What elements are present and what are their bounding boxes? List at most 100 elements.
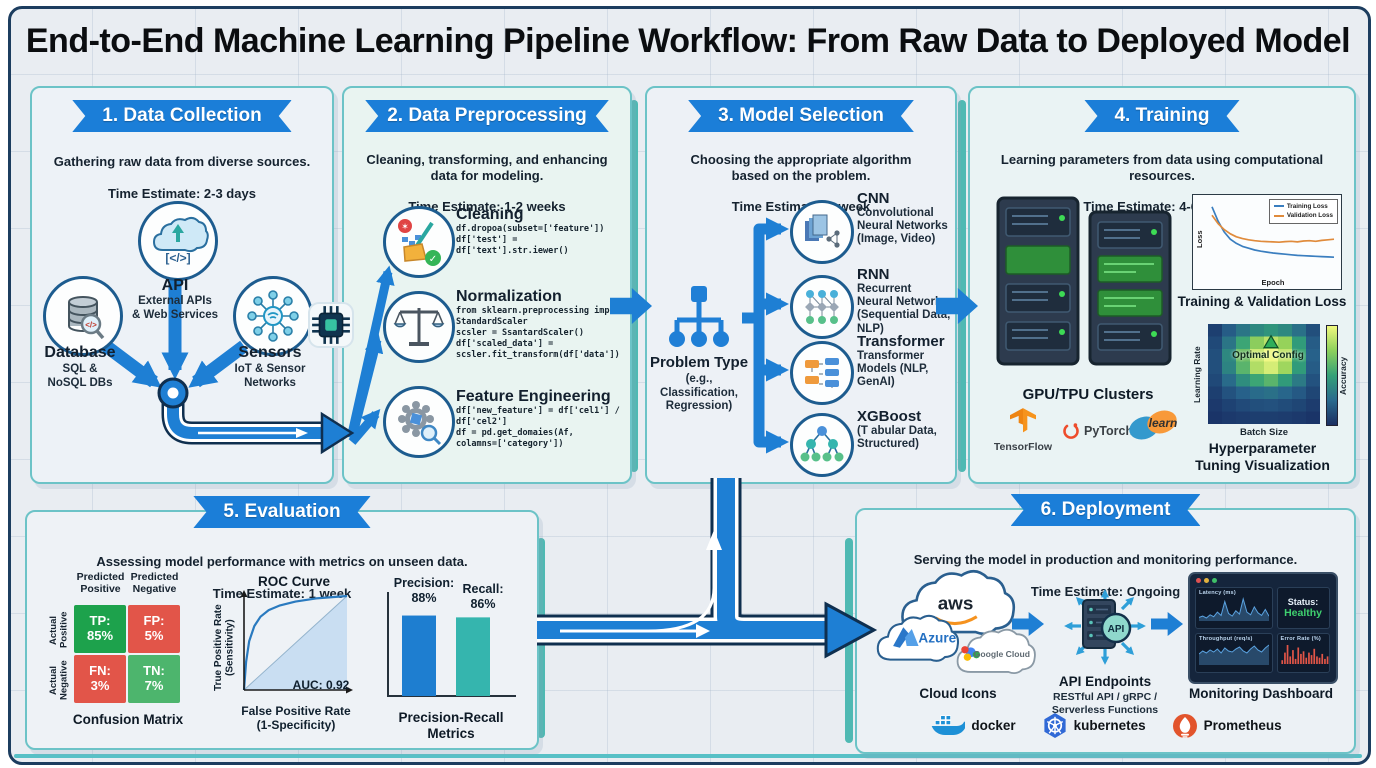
throughput-tile: Throughput (req/s)	[1195, 633, 1273, 673]
panel-header-ribbon: 1. Data Collection	[72, 100, 291, 132]
database-icon: </>	[43, 276, 123, 356]
confusion-matrix: TP: 85% FP: 5% FN: 3% TN: 7%	[74, 605, 180, 703]
status-tile: Status: Healthy	[1276, 587, 1330, 629]
api-endpoints-sub: RESTful API / gRPC / Serverless Function…	[1051, 691, 1159, 716]
cm-col-header-1: Predicted Positive	[76, 571, 125, 595]
recall-label: Recall:86%	[462, 582, 504, 611]
normalization-icon	[383, 291, 455, 363]
cm-row-header-1: Actual Positive	[48, 611, 70, 649]
gpu-cluster-illustration	[996, 196, 1172, 366]
sensors-sub: IoT & Sensor Networks	[234, 363, 306, 389]
svg-text:API: API	[1108, 624, 1125, 635]
roc-xlabel: False Positive Rate (1-Specificity)	[241, 704, 351, 733]
svg-text:[</>]: [</>]	[165, 251, 190, 265]
database-label: Database	[44, 344, 116, 361]
panel-data-collection: 1. Data Collection Gathering raw data fr…	[30, 86, 334, 484]
heatmap-title: Hyperparameter Tuning Visualization	[1195, 440, 1330, 473]
prometheus-icon	[1172, 713, 1197, 738]
sensors-icon	[233, 276, 313, 356]
optimal-config-label: Optimal Config	[1232, 350, 1304, 361]
roc-chart	[240, 590, 353, 694]
api-label: API	[161, 277, 189, 294]
svg-text:learn: learn	[1149, 416, 1178, 430]
monitoring-dashboard-label: Monitoring Dashboard	[1189, 686, 1333, 701]
svg-text:✶: ✶	[401, 222, 409, 232]
panel-description: Cleaning, transforming, and enhancing da…	[366, 151, 608, 215]
panel-header-ribbon: 5. Evaluation	[193, 496, 370, 528]
bottom-accent-line	[14, 754, 1362, 758]
rnn-icon	[790, 275, 854, 339]
cm-cell-fp: FP: 5%	[128, 605, 180, 653]
feature-engineering-icon	[383, 386, 455, 458]
heatmap-ylabel: Learning Rate	[1192, 346, 1202, 404]
panel-header-ribbon: 3. Model Selection	[688, 100, 914, 132]
gpu-cluster-label: GPU/TPU Clusters	[1022, 386, 1154, 403]
scikit-learn-logo: learn	[1122, 406, 1186, 449]
cleaning-step: Cleaning df.dropoa(subset=['feature']) d…	[456, 206, 605, 257]
cloud-providers-icon: aws Azure Google Cloud	[876, 570, 1036, 675]
roc-title: ROC Curve	[257, 574, 330, 589]
cm-cell-tp: TP: 85%	[74, 605, 126, 653]
accent-bar	[845, 538, 853, 743]
api-icon: [</>]	[138, 201, 218, 281]
loss-chart-title: Training & Validation Loss	[1177, 294, 1347, 309]
panel-header-ribbon: 2. Data Preprocessing	[365, 100, 609, 132]
latency-tile: Latency (ms)	[1195, 587, 1273, 629]
xgboost-icon	[790, 413, 854, 477]
normalization-step: Normalization from sklearn.preprocessing…	[456, 288, 625, 361]
panel-deployment: 6. Deployment Serving the model in produ…	[855, 508, 1356, 754]
precision-label: Precision:88%	[393, 576, 455, 605]
docker-item: docker	[929, 713, 1016, 739]
svg-text:Google Cloud: Google Cloud	[974, 649, 1030, 659]
sensors-label: Sensors	[238, 344, 302, 361]
svg-text:</>: </>	[85, 321, 97, 330]
problem-type-sub: (e.g., Classification, Regression)	[660, 373, 738, 413]
pr-title: Precision-Recall Metrics	[398, 710, 504, 742]
preprocessing-arrows	[347, 265, 395, 445]
api-endpoints-icon: API	[1064, 589, 1146, 665]
panel-header-ribbon: 6. Deployment	[1011, 494, 1201, 526]
confusion-matrix-title: Confusion Matrix	[72, 712, 184, 727]
database-sub: SQL & NoSQL DBs	[47, 363, 113, 389]
cnn-icon	[790, 200, 854, 264]
status-healthy: Healthy	[1284, 607, 1322, 619]
api-sub: External APIs & Web Services	[131, 295, 219, 321]
chip-icon	[310, 304, 352, 346]
panel-header-ribbon: 4. Training	[1084, 100, 1239, 132]
panel-data-preprocessing: 2. Data Preprocessing Cleaning, transfor…	[342, 86, 632, 484]
cm-row-header-2: Actual Negative	[48, 660, 70, 700]
heatmap-cbar-label: Accuracy	[1338, 356, 1348, 396]
branching-arrows	[669, 217, 790, 454]
heatmap-xlabel: Batch Size	[1239, 427, 1289, 438]
accent-bar	[958, 100, 966, 472]
panel-description: Serving the model in production and moni…	[913, 551, 1298, 599]
page-title: End-to-End Machine Learning Pipeline Wor…	[25, 22, 1351, 60]
feature-engineering-step: Feature Engineering df['new_feature'] = …	[456, 388, 620, 450]
transformer-icon	[790, 341, 854, 405]
api-endpoints-label: API Endpoints	[1058, 674, 1152, 689]
collection-arrows	[102, 280, 248, 388]
panel-model-selection: 3. Model Selection Choosing the appropri…	[645, 86, 957, 484]
error-rate-tile: Error Rate (%)	[1276, 633, 1330, 673]
cm-cell-tn: TN: 7%	[128, 655, 180, 703]
svg-text:aws: aws	[938, 594, 974, 615]
loss-ylabel: Loss	[1195, 230, 1204, 248]
auc-value: AUC: 0.92	[292, 678, 350, 692]
precision-recall-chart	[387, 592, 516, 697]
loss-legend: Training Loss Validation Loss	[1268, 199, 1338, 224]
pytorch-logo: PyTorch	[1062, 422, 1133, 440]
model-xgboost: XGBoost (T abular Data, Structured)	[857, 408, 937, 451]
loss-chart: Loss Epoch Training Loss Validation Loss	[1192, 194, 1342, 290]
monitoring-dashboard: Latency (ms) Status: Healthy Throughput …	[1188, 572, 1338, 684]
tensorflow-logo: TensorFlow	[990, 408, 1056, 453]
tuning-heatmap	[1208, 324, 1320, 424]
kubernetes-icon	[1044, 712, 1066, 739]
cm-cell-fn: FN: 3%	[74, 655, 126, 703]
problem-type-label: Problem Type	[649, 354, 749, 371]
window-dots	[1190, 574, 1336, 585]
cleaning-icon: ✶ ✓	[383, 206, 455, 278]
deployment-tools: docker kubernetes	[857, 712, 1354, 739]
heatmap-colorbar	[1326, 325, 1338, 426]
panel-training: 4. Training Learning parameters from dat…	[968, 86, 1356, 484]
